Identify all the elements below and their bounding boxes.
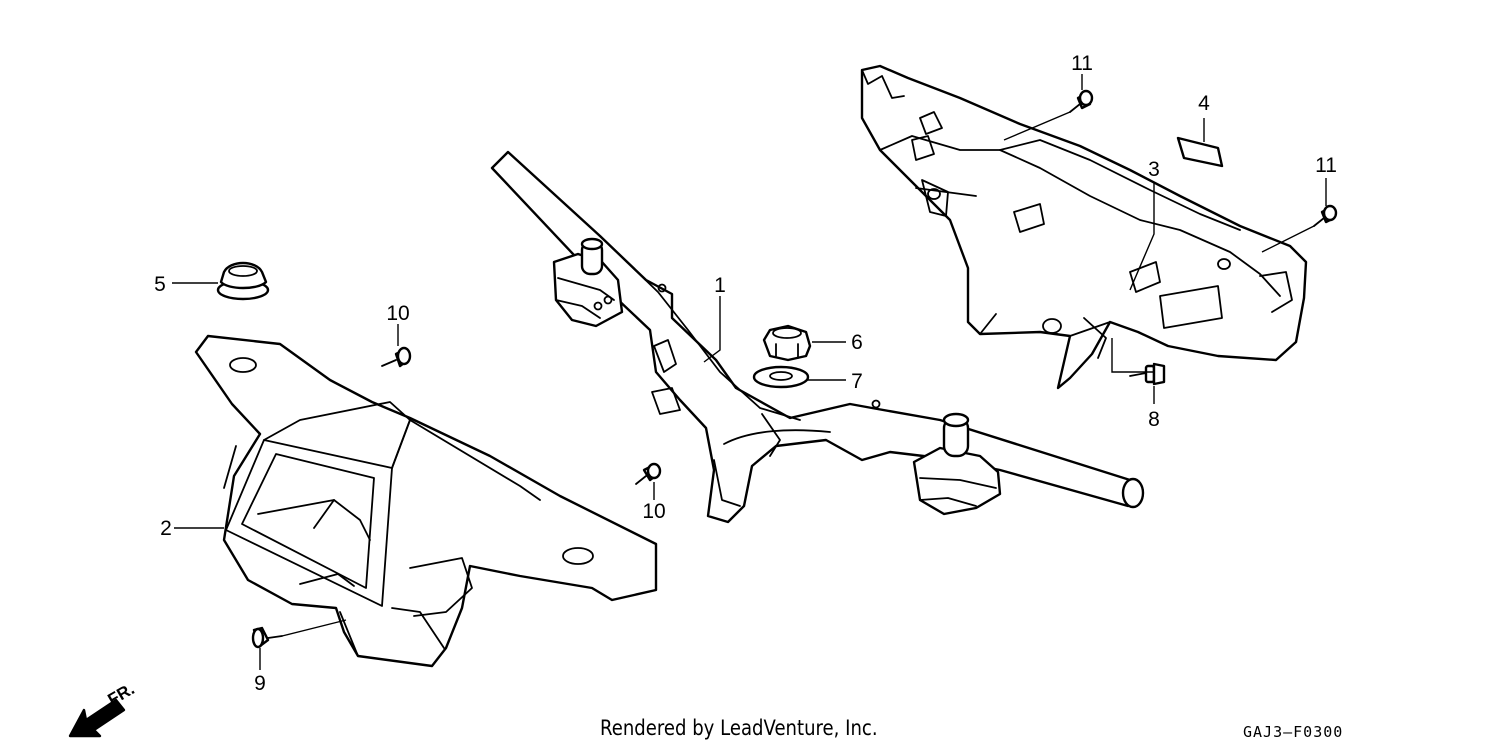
grommet-part-5[interactable] <box>216 261 270 301</box>
callout-11-right: 11 <box>1315 154 1337 177</box>
nut-part-6[interactable] <box>762 324 812 362</box>
handlebar-part-1[interactable] <box>490 150 1145 524</box>
front-direction-arrow: FR. <box>68 679 138 738</box>
callout-1: 1 <box>714 274 726 297</box>
callout-7: 7 <box>851 370 863 393</box>
screw-part-11-right[interactable] <box>1313 204 1338 227</box>
callout-11-upper: 11 <box>1071 52 1093 75</box>
callout-2: 2 <box>160 517 172 540</box>
emblem-part-4[interactable] <box>1176 136 1224 168</box>
screw-part-10-upper[interactable] <box>381 346 412 368</box>
callout-10-lower: 10 <box>642 500 665 523</box>
callout-8: 8 <box>1148 408 1160 431</box>
callout-4: 4 <box>1198 92 1210 115</box>
screw-part-10-lower[interactable] <box>635 462 662 485</box>
callout-10-upper: 10 <box>386 302 409 325</box>
screw-part-11-upper[interactable] <box>1069 89 1094 113</box>
diagram-code: GAJ3–F0300 <box>1243 723 1344 741</box>
render-credit: Rendered by LeadVenture, Inc. <box>600 716 878 740</box>
washer-part-7[interactable] <box>752 365 810 389</box>
callout-3: 3 <box>1148 158 1160 181</box>
screw-part-8[interactable] <box>1129 362 1166 386</box>
callouts: 1 2 3 4 5 6 7 8 9 10 10 11 11 <box>154 52 1337 695</box>
callout-5: 5 <box>154 273 166 296</box>
arrow-icon <box>68 698 126 738</box>
callout-6: 6 <box>851 331 863 354</box>
rear-cover-part-3[interactable] <box>860 64 1308 390</box>
screw-part-9[interactable] <box>251 626 283 649</box>
front-cover-part-2[interactable] <box>194 334 658 668</box>
leader-lines <box>172 74 1327 670</box>
callout-9: 9 <box>254 672 266 695</box>
